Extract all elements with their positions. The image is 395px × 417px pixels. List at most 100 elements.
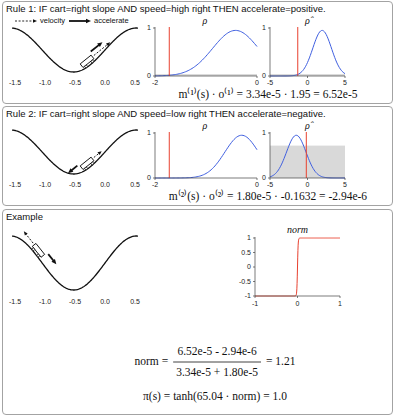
y-axis [270, 132, 271, 178]
rule-panel: Rule 2: IF cart=right slope AND speed=lo… [2, 106, 393, 206]
tick-label: 0.5 [130, 79, 140, 87]
tick-label: 1 [338, 300, 342, 308]
tick-mark [268, 133, 270, 134]
fraction-denominator: 3.34e-5 + 1.80e-5 [176, 366, 258, 379]
plot-title: norm [287, 224, 308, 235]
tick-label: -1.0 [39, 181, 51, 189]
tick-label: 0.0 [100, 79, 110, 87]
tick-mark [345, 76, 346, 78]
accelerate-arrow-line [91, 44, 100, 51]
tick-label: -0.5 [69, 79, 81, 87]
velocity-sample-line [15, 21, 34, 22]
mountain-curve [12, 236, 138, 290]
tick-label: 1 [247, 234, 251, 242]
shaded-area [270, 146, 345, 178]
panel-heading: Example [6, 212, 43, 223]
plot-title: ρ [203, 120, 208, 131]
tick-label: 1 [147, 129, 151, 137]
tick-label: 0.5 [130, 181, 140, 189]
mountain-curve [12, 28, 138, 72]
tick-label: 1 [262, 129, 266, 137]
tick-mark [257, 76, 258, 78]
cart-wheel [36, 254, 40, 258]
velocity-arrow-line [94, 44, 108, 55]
output-plot [268, 132, 345, 180]
accelerate-sample-line [69, 20, 88, 22]
legend-text: accelerate [94, 17, 129, 25]
equation-lhs: norm = [135, 355, 169, 368]
tick-label: -0.5 [239, 278, 251, 286]
velocity-arrow-line [26, 234, 34, 244]
y-axis [255, 237, 256, 296]
tick-label: -1.0 [39, 298, 51, 306]
tick-mark [270, 178, 271, 180]
legend-text: velocity [40, 17, 65, 25]
tick-mark [270, 76, 271, 78]
accelerate-arrow-head [67, 168, 74, 175]
tick-label: 5 [343, 181, 347, 189]
y-axis [155, 27, 156, 76]
tick-mark [155, 178, 156, 180]
state-marker [169, 27, 170, 76]
tick-label: 0 [306, 181, 310, 189]
y-axis [270, 27, 271, 76]
tick-mark [153, 133, 155, 134]
rule-heading: Rule 1: IF cart=right slope AND speed=hi… [6, 4, 326, 15]
tick-label: -5 [267, 181, 273, 189]
equation: m⁽²⁾(s) · o⁽²⁾ = 1.80e-5 · -0.1632 = -2.… [169, 190, 367, 203]
tick-label: -2 [152, 79, 158, 87]
fraction-numerator: 6.52e-5 - 2.94e-6 [177, 345, 256, 358]
state-marker [306, 132, 307, 178]
velocity-sample-head [33, 19, 37, 23]
state-marker [169, 132, 170, 178]
membership-curve [155, 30, 257, 76]
mountain-car-scene [12, 227, 138, 290]
tick-label: 0 [306, 79, 310, 87]
example-panel: Example norm = 6.52e-5 - 2.94e-6 3.34e-5 + … [2, 209, 393, 415]
cart-body [32, 243, 44, 257]
state-marker [297, 27, 298, 76]
cart [20, 227, 58, 271]
tick-mark [155, 76, 156, 78]
velocity-arrow-head [22, 230, 27, 235]
norm-plot [253, 237, 340, 298]
cart-wheel [90, 162, 94, 166]
tick-label: 0 [262, 174, 266, 182]
tick-label: -1.5 [9, 79, 21, 87]
tick-label: -1 [252, 300, 258, 308]
tanh-curve [255, 238, 340, 296]
tick-label: 0 [147, 72, 151, 80]
legend-item: velocity [14, 17, 65, 25]
tick-mark [253, 267, 255, 268]
x-axis [155, 178, 257, 179]
tick-label: 1 [147, 24, 151, 32]
output-plot [268, 27, 345, 78]
plot-title: ρ [203, 15, 208, 26]
tick-label: -1.5 [9, 298, 21, 306]
output-curve [270, 135, 345, 178]
tick-mark [257, 178, 258, 180]
tick-mark [297, 296, 298, 298]
tick-label: 0.0 [100, 298, 110, 306]
accelerate-arrow-head [51, 259, 58, 266]
cart [77, 37, 114, 70]
plot-title: ρ̂ [305, 120, 310, 131]
tick-label: 0.5 [241, 249, 251, 257]
membership-plot [153, 132, 257, 180]
mountain-car-scene [12, 130, 138, 180]
tick-label: 0 [147, 174, 151, 182]
equation-result: = 1.21 [266, 355, 296, 368]
tick-label: 0.5 [130, 298, 140, 306]
tick-mark [340, 296, 341, 298]
tick-label: 0.0 [100, 181, 110, 189]
velocity-arrow-head [97, 150, 102, 155]
mountain-car-scene [12, 28, 138, 72]
tick-mark [253, 238, 255, 239]
y-axis [155, 132, 156, 178]
cart-body [80, 55, 94, 67]
fraction-bar [173, 362, 261, 363]
membership-plot [153, 27, 257, 78]
accelerate-sample-head [86, 19, 91, 24]
output-curve [270, 30, 345, 76]
